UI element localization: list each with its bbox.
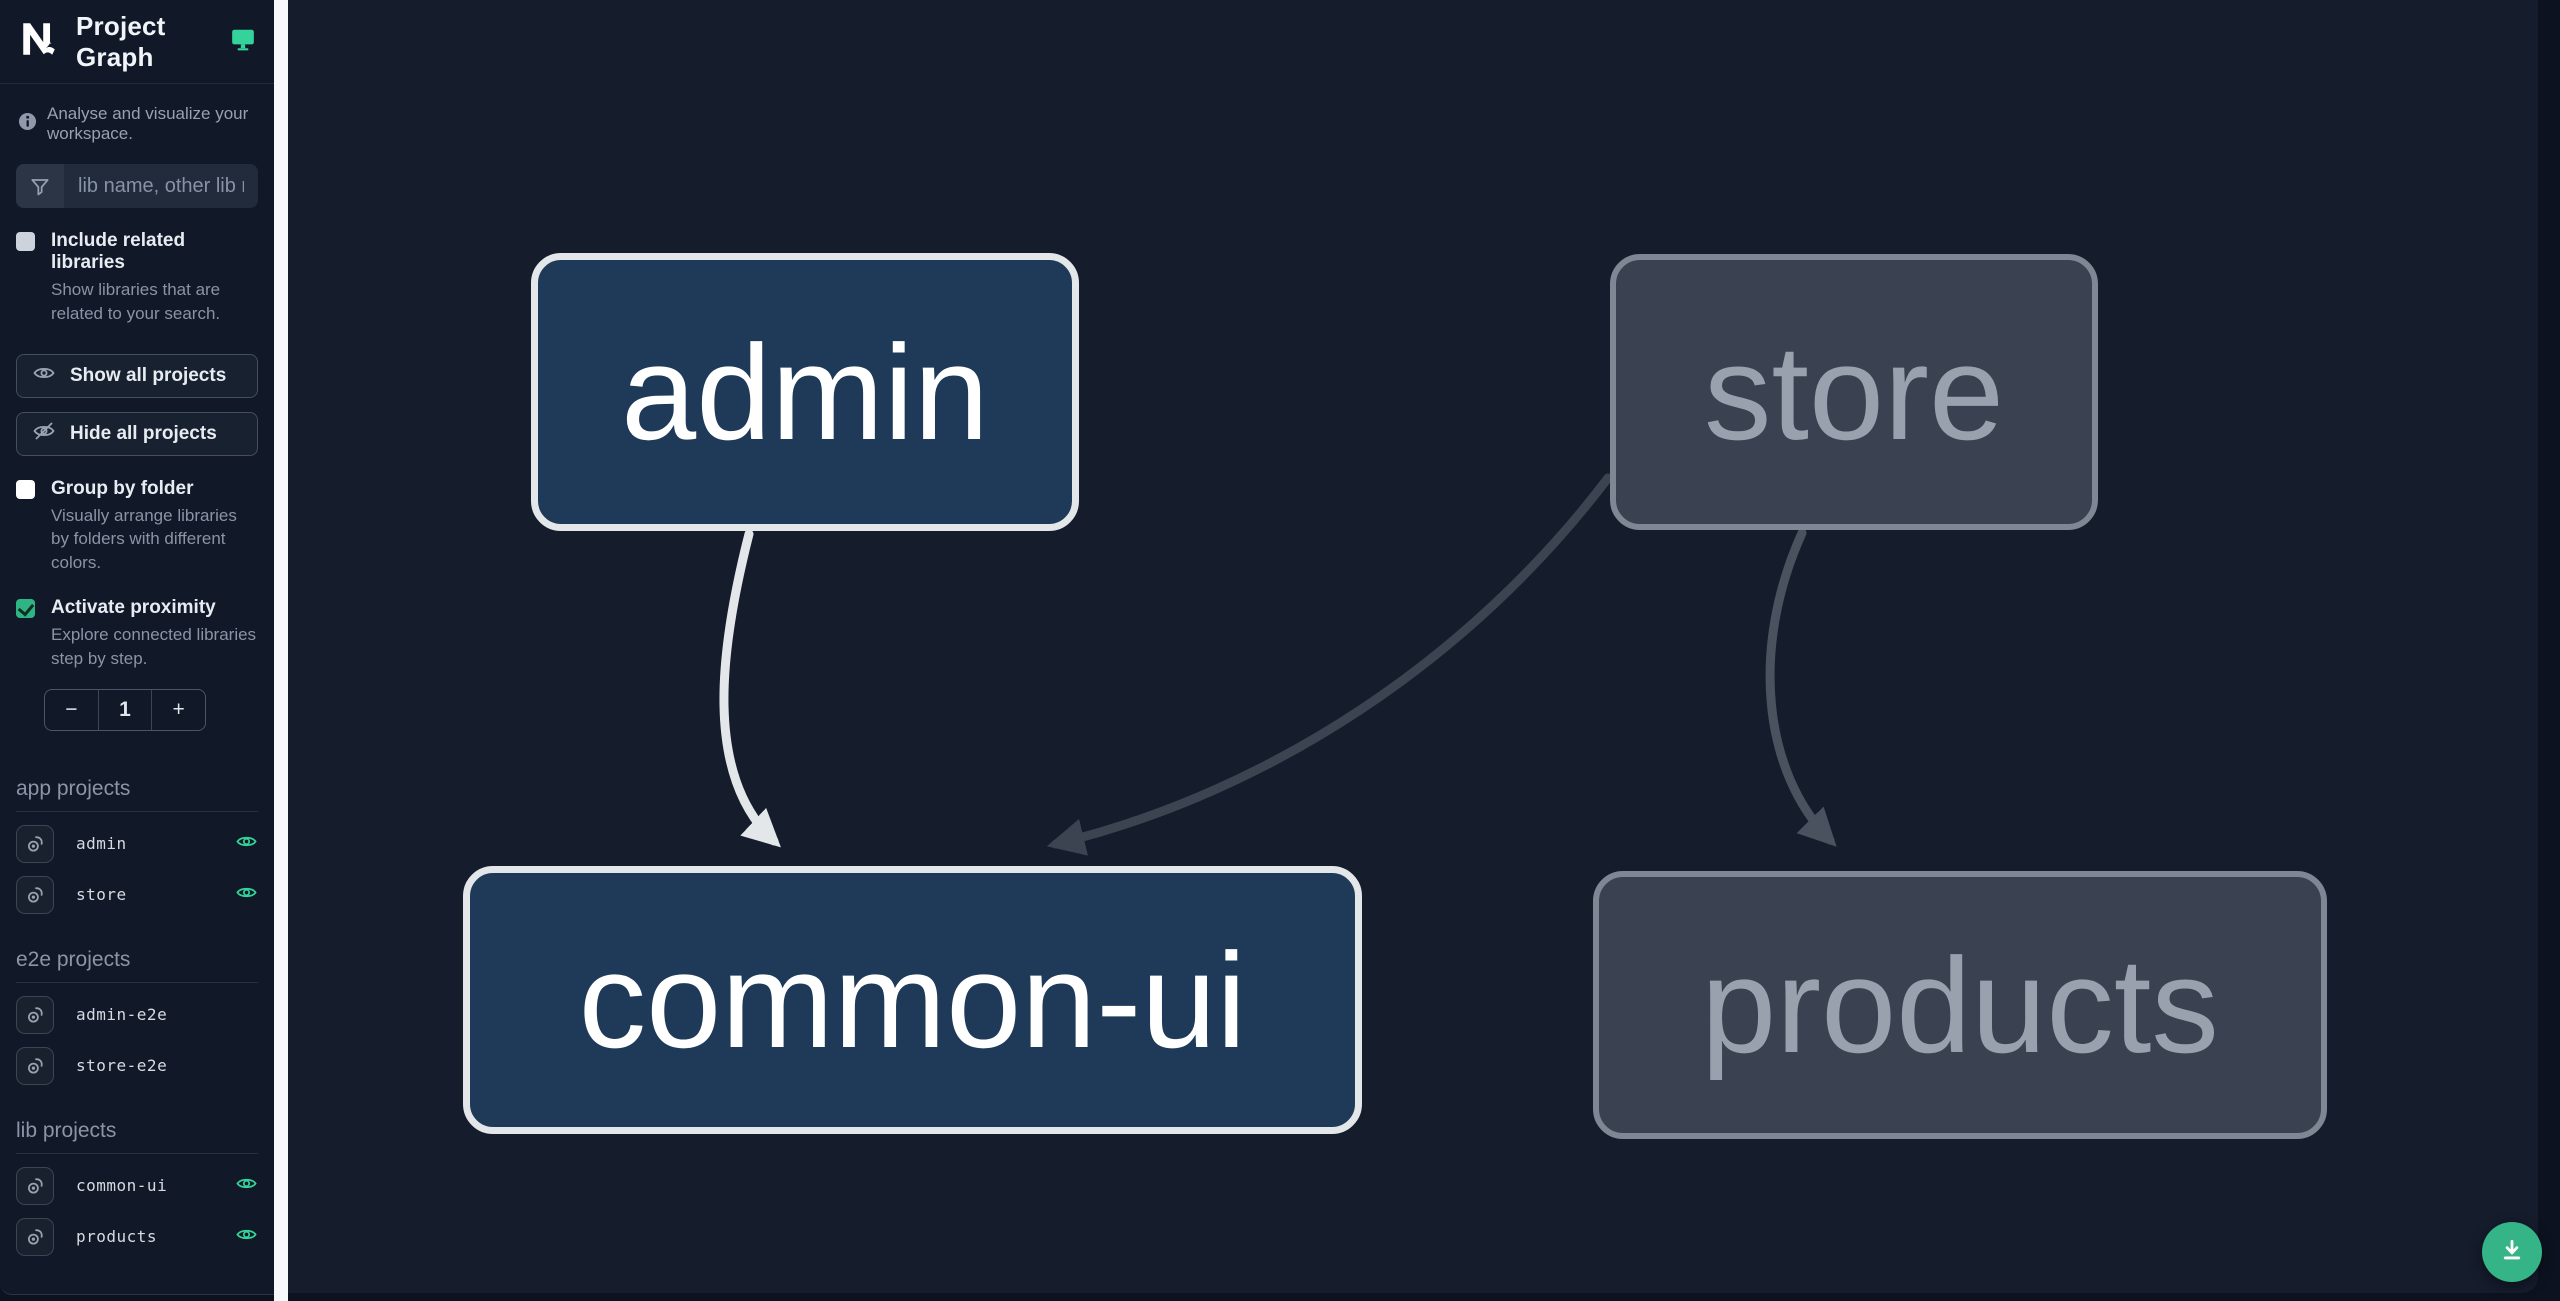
visibility-eye-icon[interactable] <box>235 1172 258 1200</box>
include-related-description: Show libraries that are related to your … <box>51 280 221 323</box>
project-row-store-e2e: store-e2e <box>16 1046 258 1085</box>
proximity-decrement-button[interactable]: − <box>65 697 78 721</box>
node-admin[interactable]: admin <box>531 253 1079 531</box>
section-app-projects: app projects admin <box>16 777 258 914</box>
activate-proximity-checkbox[interactable] <box>16 598 35 618</box>
include-related-checkbox[interactable] <box>16 232 35 251</box>
page-title: Project Graph <box>76 10 166 72</box>
section-e2e-projects: e2e projects admin-e2e <box>16 948 258 1085</box>
node-admin-label: admin <box>621 316 989 468</box>
section-title: app projects <box>16 777 258 812</box>
proximity-stepper: − 1 + <box>44 688 206 731</box>
edge-store-common-ui <box>1046 473 1613 856</box>
sidebar: Project Graph Analyse and visualize your… <box>0 0 274 1295</box>
activate-proximity-description: Explore connected libraries step by step… <box>51 624 257 668</box>
edge-admin-common-ui <box>719 529 781 848</box>
node-store-label: store <box>1703 316 2005 468</box>
visibility-eye-icon[interactable] <box>235 1223 258 1251</box>
tagline-text: Analyse and visualize your workspace. <box>47 104 249 143</box>
hide-all-projects-label: Hide all projects <box>70 422 217 444</box>
project-name[interactable]: store <box>76 885 127 905</box>
search-box <box>16 164 258 208</box>
focus-project-button[interactable] <box>16 995 54 1034</box>
eye-off-icon <box>32 419 56 449</box>
project-row-admin: admin <box>16 824 258 863</box>
group-by-folder-description: Visually arrange libraries by folders wi… <box>51 505 237 573</box>
nx-logo <box>18 18 60 65</box>
project-name[interactable]: admin-e2e <box>76 1005 168 1025</box>
node-common-ui-label: common-ui <box>578 924 1247 1076</box>
project-name[interactable]: products <box>76 1227 158 1247</box>
project-row-admin-e2e: admin-e2e <box>16 995 258 1034</box>
project-row-common-ui: common-ui <box>16 1166 258 1205</box>
sidebar-header: Project Graph <box>0 0 274 84</box>
hide-all-projects-button[interactable]: Hide all projects <box>16 411 258 456</box>
project-row-store: store <box>16 875 258 914</box>
node-products-label: products <box>1701 929 2219 1081</box>
focus-project-button[interactable] <box>16 1166 54 1205</box>
activate-proximity-setting: Activate proximity Explore connected lib… <box>16 597 258 671</box>
project-name[interactable]: store-e2e <box>76 1056 168 1076</box>
monitor-icon <box>230 26 256 57</box>
group-by-folder-setting: Group by folder Visually arrange librari… <box>16 478 258 575</box>
info-icon <box>18 112 37 136</box>
visibility-eye-icon[interactable] <box>235 881 258 909</box>
eye-icon <box>32 361 56 391</box>
graph-canvas[interactable]: admin store common-ui products <box>288 0 2538 1293</box>
focus-project-button[interactable] <box>16 1046 54 1085</box>
show-all-projects-button[interactable]: Show all projects <box>16 353 258 398</box>
activate-proximity-label: Activate proximity <box>51 596 216 618</box>
include-related-label: Include related libraries <box>51 230 186 273</box>
group-by-folder-checkbox[interactable] <box>16 479 35 499</box>
download-icon <box>2498 1236 2526 1269</box>
group-by-folder-label: Group by folder <box>51 477 194 499</box>
filter-icon <box>16 164 64 208</box>
project-name[interactable]: common-ui <box>76 1176 168 1196</box>
project-name[interactable]: admin <box>76 834 127 854</box>
section-lib-projects: lib projects common-ui <box>16 1119 258 1256</box>
search-input[interactable] <box>64 164 258 208</box>
edge-store-products <box>1765 528 1837 847</box>
download-graph-button[interactable] <box>2482 1222 2542 1282</box>
proximity-value: 1 <box>97 689 152 730</box>
visibility-eye-icon[interactable] <box>235 830 258 858</box>
include-related-setting: Include related libraries Show libraries… <box>16 230 258 326</box>
focus-project-button[interactable] <box>16 1217 54 1256</box>
tagline: Analyse and visualize your workspace. <box>0 84 274 144</box>
focus-project-button[interactable] <box>16 824 54 863</box>
node-store[interactable]: store <box>1610 254 2098 530</box>
project-row-products: products <box>16 1217 258 1256</box>
show-all-projects-label: Show all projects <box>70 364 227 386</box>
focus-project-button[interactable] <box>16 875 54 914</box>
sidebar-divider <box>274 0 288 1301</box>
node-common-ui[interactable]: common-ui <box>463 866 1362 1134</box>
section-title: lib projects <box>16 1119 258 1154</box>
proximity-increment-button[interactable]: + <box>151 689 205 730</box>
node-products[interactable]: products <box>1593 871 2327 1139</box>
section-title: e2e projects <box>16 948 258 983</box>
